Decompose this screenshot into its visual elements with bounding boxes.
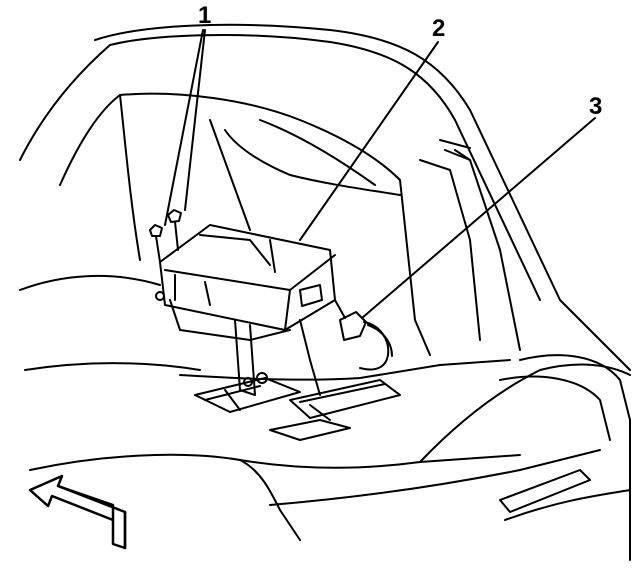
callout-2-label: 2 <box>432 15 446 42</box>
leader-lines <box>165 30 595 318</box>
bolts <box>150 210 181 262</box>
rear-bumper <box>500 355 630 560</box>
mounting-bracket <box>195 320 400 440</box>
callout-3-label: 3 <box>589 93 603 120</box>
module-housing <box>156 225 335 340</box>
callout-1-label: 1 <box>198 2 212 29</box>
forward-arrow-icon <box>30 476 125 548</box>
trunk-floor <box>20 276 630 540</box>
electrical-connector <box>335 300 392 369</box>
trunk-body-panel <box>20 25 630 370</box>
